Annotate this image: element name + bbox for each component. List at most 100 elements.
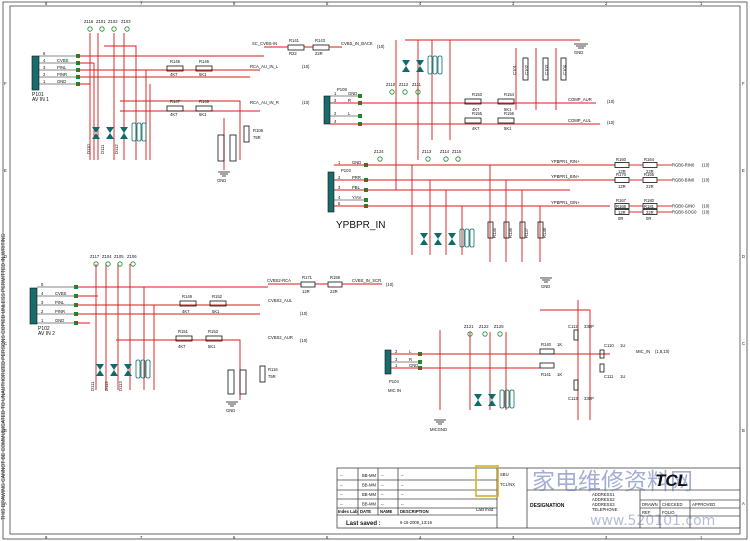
row-label-right: A [742,501,745,506]
diode-icon [96,364,104,370]
comp-net-aul: COMP_AUL [568,118,592,123]
av2-r153-val: 5K1 [208,344,216,349]
title-field-label: CHECKED [662,502,682,507]
pin-number: 3 [338,185,341,190]
av1-r147 [166,105,184,112]
column-label-bottom: 4 [419,535,422,540]
mic-gnd-symbol [434,419,446,425]
pin-name: CVBS [55,291,67,296]
pin-number: 1 [43,79,46,84]
row-label-right: B [742,428,745,433]
rev-index: -- [340,502,343,507]
test-point-ref: Z110 [386,82,396,87]
comp-r154-val: 5K1 [504,107,512,112]
mic-part-ref: C112 [568,324,578,329]
last-saved-label: Last saved : [346,521,381,527]
row-label-left: D [4,254,7,259]
rev-desc: -- [401,492,404,497]
pin-name: R [348,98,351,103]
ypbpr-out-net: RGB0-BIN0 [672,178,695,183]
column-label-top: 4 [419,1,422,6]
test-point-ref: Z105 [114,254,124,259]
ypbpr-r1-val: 12R [618,184,626,189]
pin-name: GND [55,318,64,323]
rev-name: -- [381,473,384,478]
pin-number: 2 [43,72,46,77]
diode-ref: D112 [104,381,109,391]
av2-r116-ref: R116 [268,367,278,372]
diode-ref: D112 [114,144,119,154]
av1-r106-val: 75R [253,135,261,140]
pin-number: 4 [41,291,44,296]
ypbpr-term-ref: R135 [492,227,497,238]
av2-r171-ref: R171 [302,275,313,280]
company-short: SBU [500,472,509,477]
ferrite-bead-icon [437,55,443,75]
av1-r146-ref: R146 [199,59,210,64]
av1-r106-ref: R106 [253,128,264,133]
mic-part-value: 1K [557,342,562,347]
cap-ref: C103 [544,64,549,75]
comp-gnd-label: GND [574,50,583,55]
av1-r147-ref: R147 [170,99,181,104]
title-field-label: FOLIO [662,510,675,515]
pin-number: 1 [395,363,398,368]
ypbpr-term-ref: R138 [542,227,547,238]
ypbpr-series-resistor [614,177,630,183]
pin-terminal [364,198,368,202]
mic-part-ref: C113 [568,396,578,401]
pin-number: 1 [338,160,341,165]
pin-terminal [358,114,362,118]
title-field-label: REF [642,510,651,515]
pin-name: GND [409,363,418,368]
ypbpr-term-resistor [519,221,526,239]
av2-net-aur: CVBS2_AUR [268,335,293,340]
watermark-url: www.520101.com [590,513,715,529]
ferrite-bead-icon [469,228,475,248]
mic-part-ref: R140 [541,342,552,347]
mic-caption: MIC IN [388,388,401,393]
ypbpr-out-page: (10) [702,163,710,168]
comp-r156-val: 5K1 [504,126,512,131]
ypbpr-r2-val: 0R [646,216,651,221]
test-point-ref: Z125 [494,324,504,329]
test-point-icon [402,89,408,95]
av2-r171 [300,281,316,288]
av2-r151-ref: R151 [178,329,189,334]
av1-r143-ref: R143 [315,38,326,43]
row-label-right: D [742,254,745,259]
row-label-left: E [4,168,7,173]
ypbpr-out-net: RGB0-SOG0 [672,210,697,215]
mic-c112 [573,329,579,341]
ferrite-bead-icon [459,228,465,248]
av1-gnd-label: GND [217,178,226,183]
av1-r141-ref: R141 [289,38,300,43]
column-label-bottom: 8 [45,535,48,540]
pin-number: 4 [338,195,341,200]
pin-name: PINL [57,65,67,70]
diode-ref: D111 [90,381,95,391]
test-point-icon [443,156,449,162]
av1-net-rca-l: RCA_AU_IN_L [250,64,279,69]
diode-icon [474,394,482,400]
rev-header-cell: NAME [380,509,393,514]
av2-ref: P102 [38,326,50,332]
av1-r147-val: 4K7 [170,112,178,117]
row-label-left: A [4,501,7,506]
comp-r153-ref: R153 [472,92,483,97]
pin-terminal [418,360,422,364]
title-block: --BB-MM------BB-MM------BB-MM------BB-MM… [336,465,741,529]
pin-number: 5 [338,201,341,206]
test-point-icon [87,26,93,32]
diode-icon [110,370,118,376]
av2-wires-branch [95,264,241,400]
mic-part-value: 1U [620,343,625,348]
av2-r159 [327,281,343,288]
rev-desc: -- [401,483,404,488]
rev-name: -- [381,483,384,488]
ypbpr-r1-ref: R167 [616,198,627,203]
ypbpr-gnd-symbol [540,277,552,283]
diode-ref: D111 [100,144,105,154]
